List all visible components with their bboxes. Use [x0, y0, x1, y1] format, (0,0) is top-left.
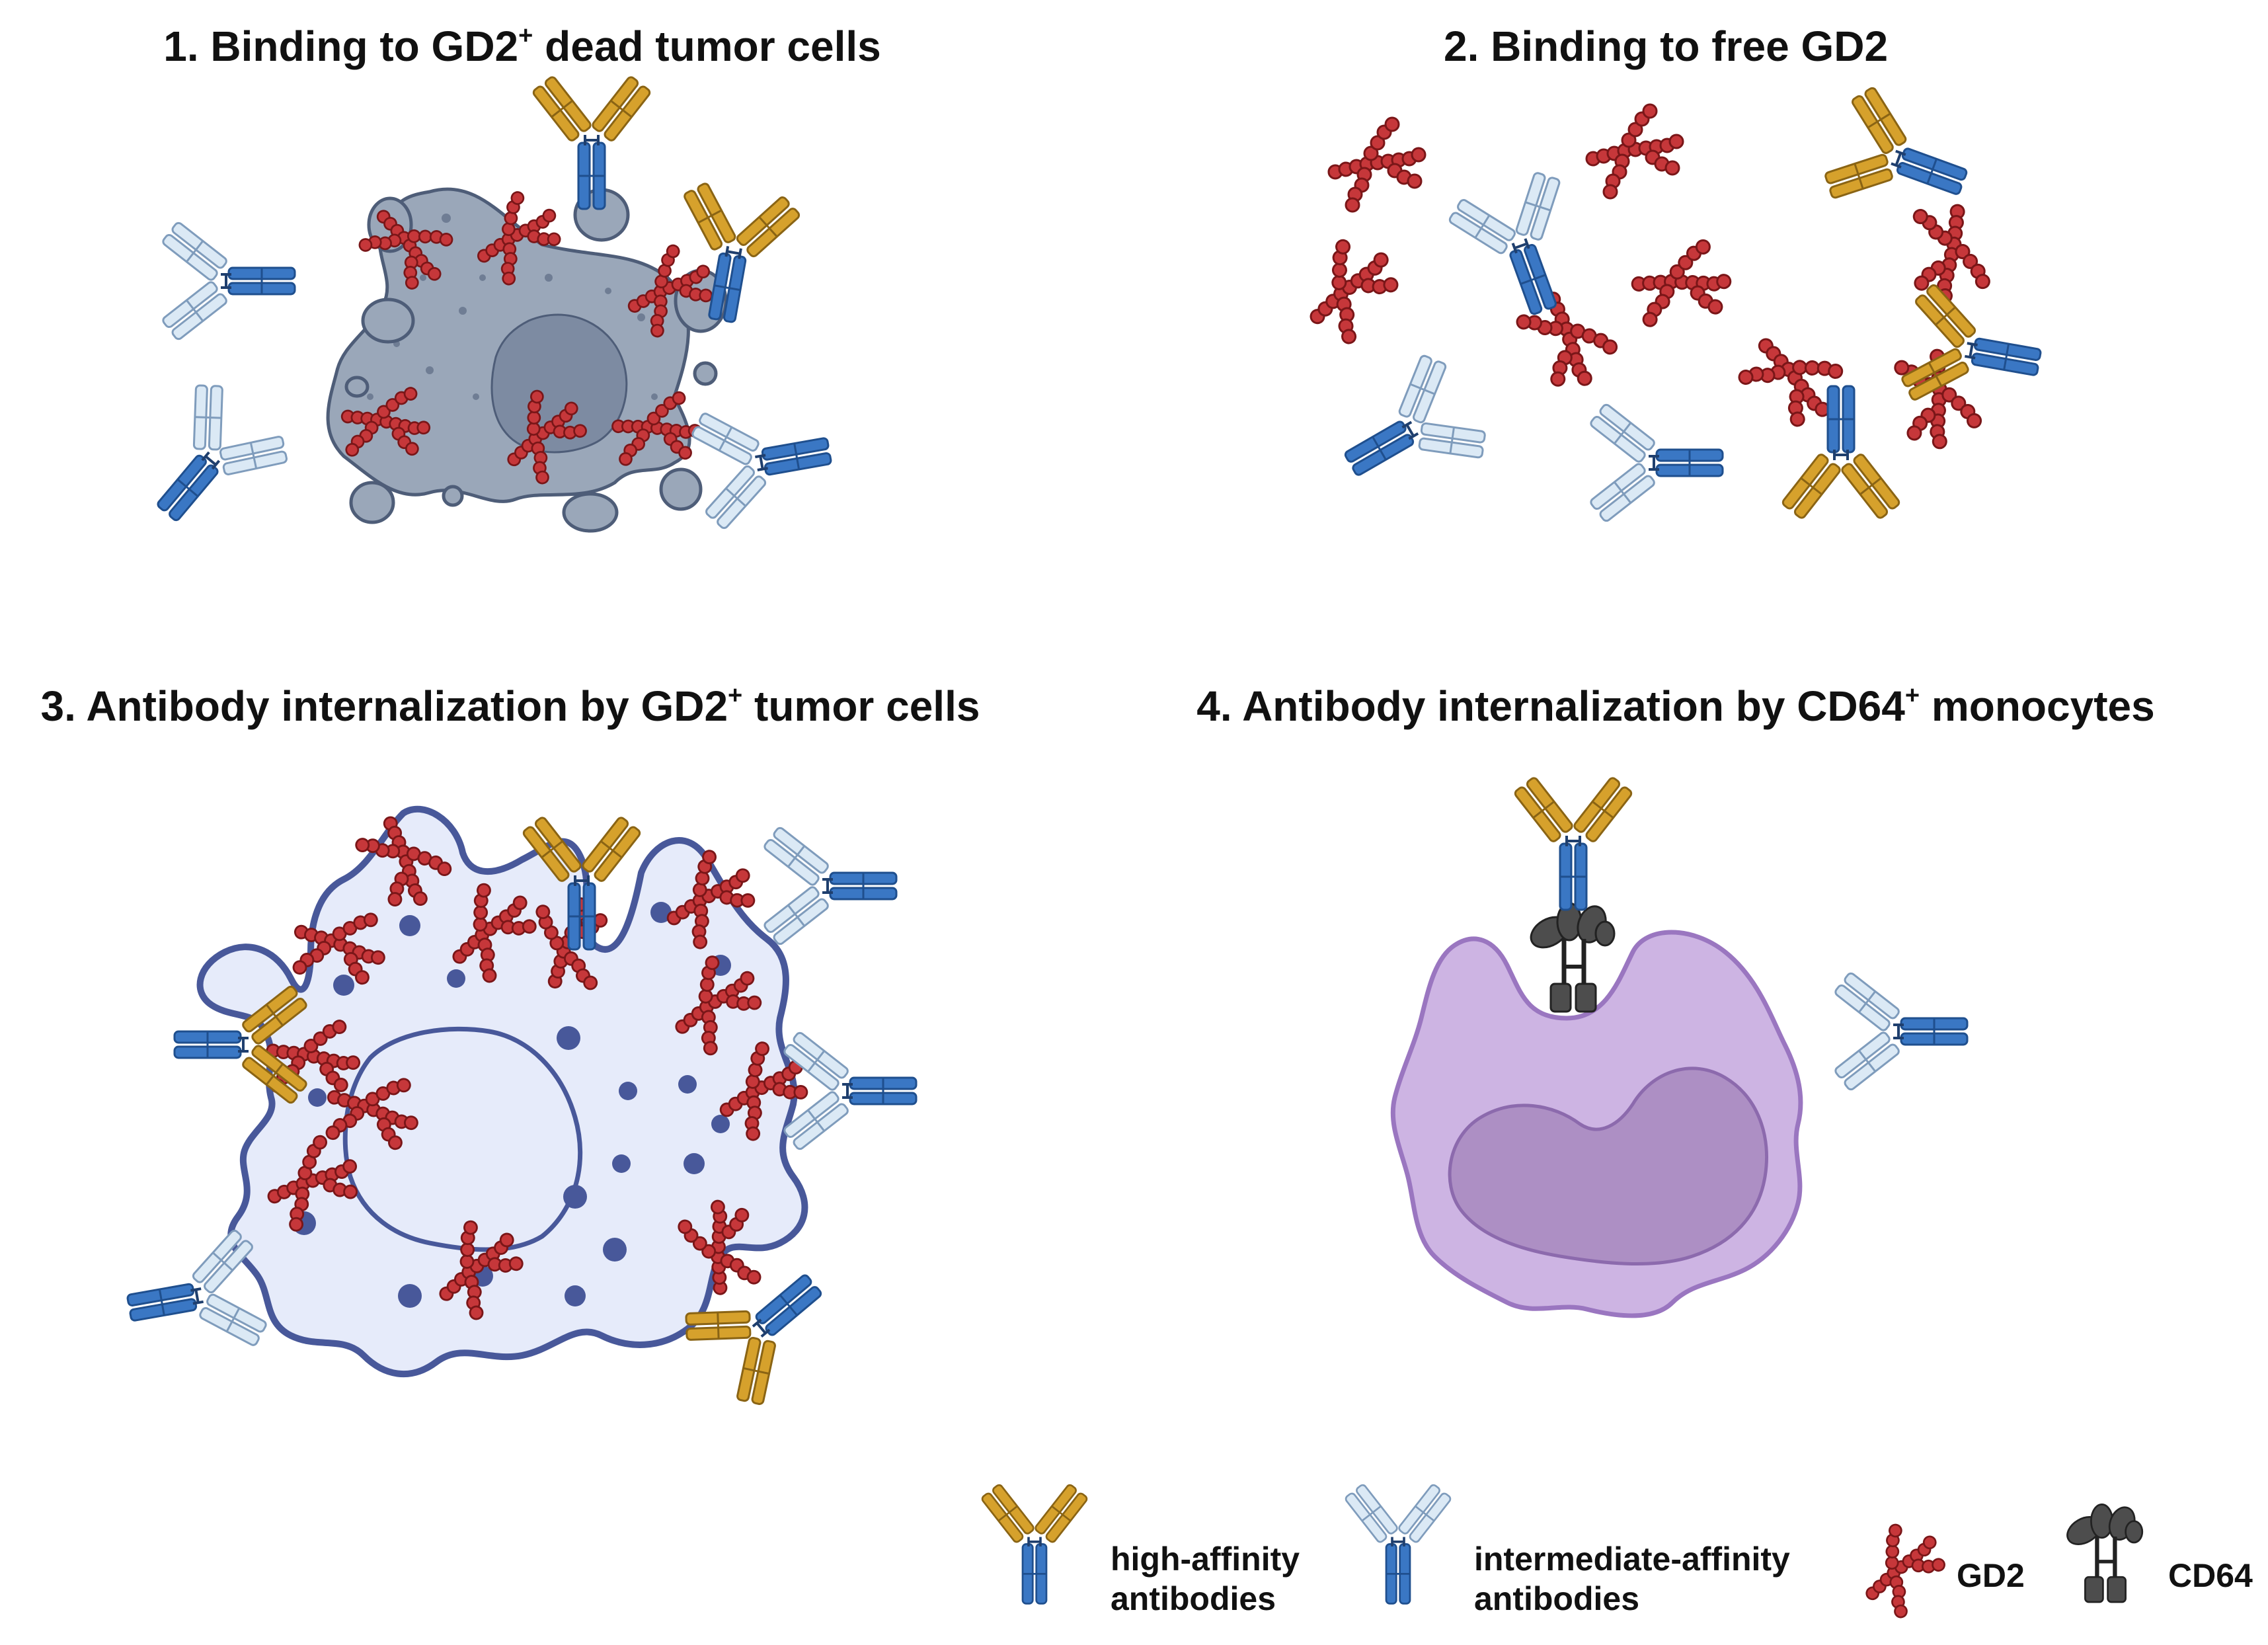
- legend-gd2: GD2: [1842, 1509, 2025, 1628]
- panel-4-monocyte: [1390, 776, 1967, 1318]
- gd2-icon: [1842, 1509, 1962, 1628]
- panel-2-title: 2. Binding to free GD2: [1444, 22, 1888, 70]
- panel-2-free-gd2: [1283, 81, 2049, 522]
- panel-4-title: 4. Antibody internalization by CD64+ mon…: [1196, 682, 2154, 730]
- legend-gd2-label: GD2: [1957, 1557, 2025, 1594]
- cd64-icon: [2062, 1504, 2142, 1602]
- high-affinity-antibody-icon: [981, 1484, 1088, 1603]
- legend-cd64: CD64: [2062, 1504, 2253, 1602]
- panel-1-dead-tumor-cell: [121, 75, 840, 551]
- panel-3-title: 3. Antibody internalization by GD2+ tumo…: [41, 682, 980, 730]
- legend-cd64-label: CD64: [2168, 1557, 2253, 1594]
- intermediate-affinity-antibody-icon: [1345, 1484, 1452, 1603]
- panel-1-title: 1. Binding to GD2+ dead tumor cells: [163, 22, 880, 70]
- panel-3-tumor-cell: [119, 805, 916, 1416]
